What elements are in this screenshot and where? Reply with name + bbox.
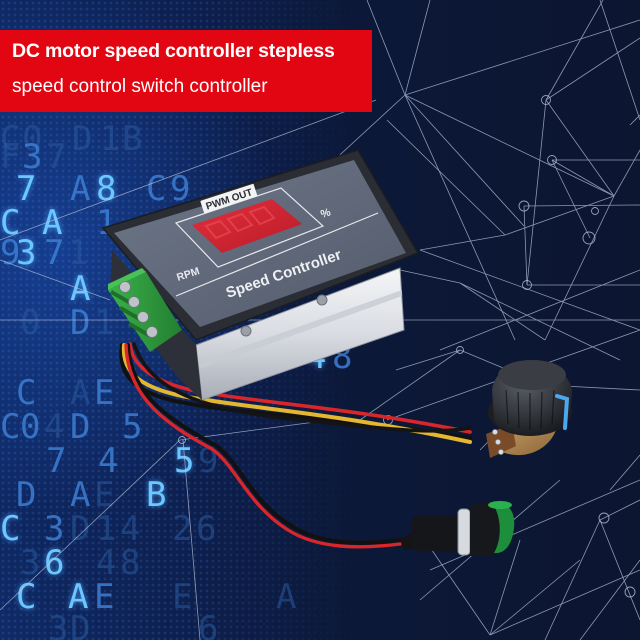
hex-character: D <box>72 119 93 159</box>
hex-character: F <box>0 137 21 177</box>
banner-title: DC motor speed controller stepless <box>12 40 335 62</box>
hex-character: 7 <box>44 233 65 273</box>
hex-character: C <box>0 203 21 243</box>
hex-character: C <box>0 407 21 447</box>
hex-character: C <box>0 119 21 159</box>
hex-character: 3 <box>20 543 41 583</box>
hex-character: 8 <box>96 169 117 209</box>
hex-character: B <box>122 119 143 159</box>
hex-character: 2 <box>172 509 193 549</box>
hex-character: 1 <box>96 509 117 549</box>
screw-terminal-block <box>108 268 182 352</box>
hex-character: C <box>16 373 37 413</box>
hex-character: 1 <box>68 233 89 273</box>
promo-banner: DC motor speed controller stepless speed… <box>0 30 372 112</box>
hex-character: E <box>94 475 115 515</box>
hex-character: B <box>146 475 167 515</box>
hex-character: D <box>70 509 91 549</box>
hex-character: 7 <box>46 441 67 481</box>
hex-character: A <box>70 373 91 413</box>
hex-character: C <box>146 169 167 209</box>
hex-character: 1 <box>94 303 115 343</box>
hex-character: A <box>276 577 297 617</box>
percent-unit-label: % <box>319 206 332 221</box>
hex-character: 6 <box>196 509 217 549</box>
push-button-switch <box>400 500 515 556</box>
hex-character: A <box>70 475 91 515</box>
hex-character: 6 <box>198 609 219 640</box>
hex-character: A <box>68 577 89 617</box>
banner-subtitle: speed control switch controller <box>12 76 268 97</box>
hex-character: D <box>70 303 91 343</box>
hex-character: 3 <box>22 137 43 177</box>
wire-bundle <box>119 342 472 549</box>
potentiometer-knob <box>486 360 572 458</box>
hex-character: 8 <box>120 543 141 583</box>
hex-character: 4 <box>98 441 119 481</box>
hex-character: E <box>94 373 115 413</box>
hex-character: 9 <box>170 169 191 209</box>
hex-character: C <box>16 577 37 617</box>
hex-character: 5 <box>174 441 195 481</box>
hex-character: 4 <box>120 509 141 549</box>
hex-character: D <box>70 407 91 447</box>
hex-character: 4 <box>44 407 65 447</box>
hex-character: 0 <box>22 119 43 159</box>
hex-character: D <box>16 475 37 515</box>
hex-character: A <box>42 203 63 243</box>
hex-character: A <box>70 169 91 209</box>
hex-character: E <box>94 577 115 617</box>
hex-character: 6 <box>44 543 65 583</box>
hex-character: D <box>70 609 91 640</box>
hex-character: 3 <box>44 509 65 549</box>
hex-character: 3 <box>48 609 69 640</box>
hex-character: 4 <box>96 543 117 583</box>
hex-character: C <box>0 509 21 549</box>
hex-character: 1 <box>100 119 121 159</box>
hex-character: 5 <box>122 407 143 447</box>
hex-character: 0 <box>20 407 41 447</box>
hex-character: 7 <box>46 137 67 177</box>
hex-character: 7 <box>16 169 37 209</box>
hex-character: 9 <box>198 441 219 481</box>
hex-character: E <box>172 577 193 617</box>
hex-character: 3 <box>16 233 37 273</box>
hex-character: 0 <box>20 303 41 343</box>
